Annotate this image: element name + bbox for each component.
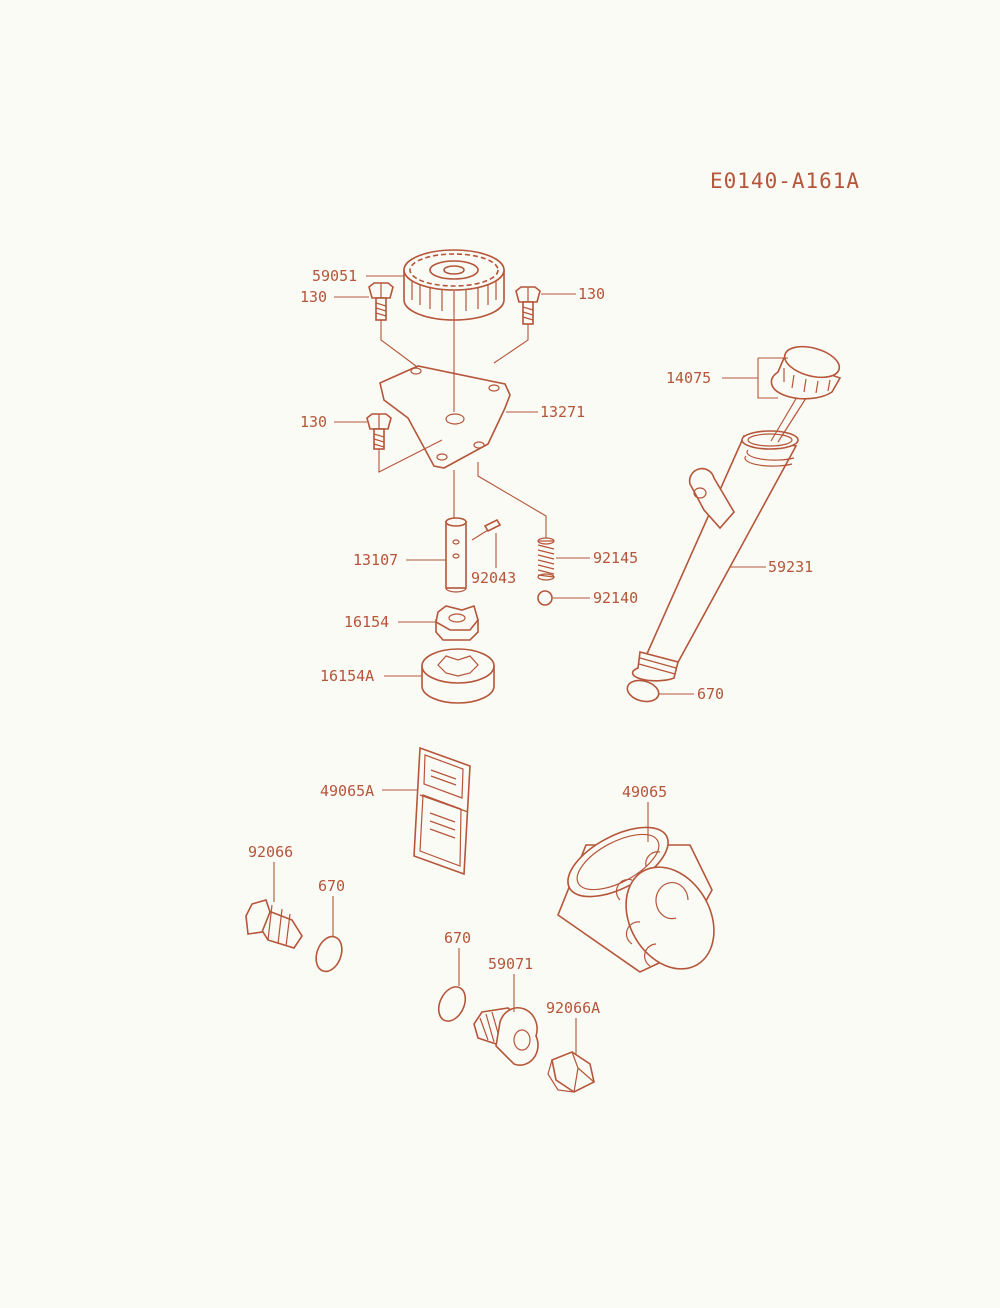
- part-pin-92043[interactable]: [483, 518, 502, 533]
- label-59051: 59051: [312, 267, 357, 285]
- label-670-bottom: 670: [444, 929, 471, 947]
- part-ball-92140[interactable]: [537, 590, 553, 606]
- label-49065: 49065: [622, 783, 667, 801]
- part-plug-92066[interactable]: [245, 899, 303, 949]
- label-13107: 13107: [353, 551, 398, 569]
- label-49065A: 49065A: [320, 782, 374, 800]
- part-gear-59051[interactable]: [403, 249, 505, 321]
- label-59231: 59231: [768, 558, 813, 576]
- label-13271: 13271: [540, 403, 585, 421]
- label-92066A: 92066A: [546, 999, 600, 1017]
- part-strainer-49065A[interactable]: [413, 746, 471, 876]
- part-o-ring-670-bottom[interactable]: [434, 983, 471, 1026]
- part-o-ring-670-tube[interactable]: [625, 677, 661, 705]
- part-spring-92145[interactable]: [537, 537, 555, 581]
- label-92145: 92145: [593, 549, 638, 567]
- label-670-tube: 670: [697, 685, 724, 703]
- label-130-mid: 130: [300, 413, 327, 431]
- part-bolt-130-left[interactable]: [368, 282, 394, 321]
- part-cover-plate-13271[interactable]: [379, 365, 511, 469]
- leader-lines: [273, 275, 788, 1054]
- label-92043: 92043: [471, 569, 516, 587]
- part-inner-rotor-16154[interactable]: [435, 604, 479, 641]
- part-o-ring-670-left[interactable]: [312, 933, 347, 975]
- diagram-code: E0140-A161A: [710, 169, 860, 193]
- label-92066: 92066: [248, 843, 293, 861]
- label-14075: 14075: [666, 369, 711, 387]
- label-670-left: 670: [318, 877, 345, 895]
- label-16154: 16154: [344, 613, 389, 631]
- part-plug-92066A[interactable]: [547, 1051, 595, 1093]
- part-bolt-130-mid[interactable]: [366, 413, 392, 450]
- part-fitting-59071[interactable]: [473, 1007, 539, 1066]
- part-outer-rotor-16154A[interactable]: [421, 648, 495, 704]
- part-oil-filter-49065[interactable]: [557, 813, 731, 985]
- part-shaft-13107[interactable]: [445, 517, 467, 593]
- label-130-left: 130: [300, 288, 327, 306]
- part-dipstick-14075[interactable]: [770, 341, 843, 443]
- part-bolt-130-right[interactable]: [515, 286, 541, 325]
- part-tube-59231[interactable]: [631, 430, 799, 682]
- label-130-right: 130: [578, 285, 605, 303]
- label-59071: 59071: [488, 955, 533, 973]
- label-16154A: 16154A: [320, 667, 374, 685]
- label-92140: 92140: [593, 589, 638, 607]
